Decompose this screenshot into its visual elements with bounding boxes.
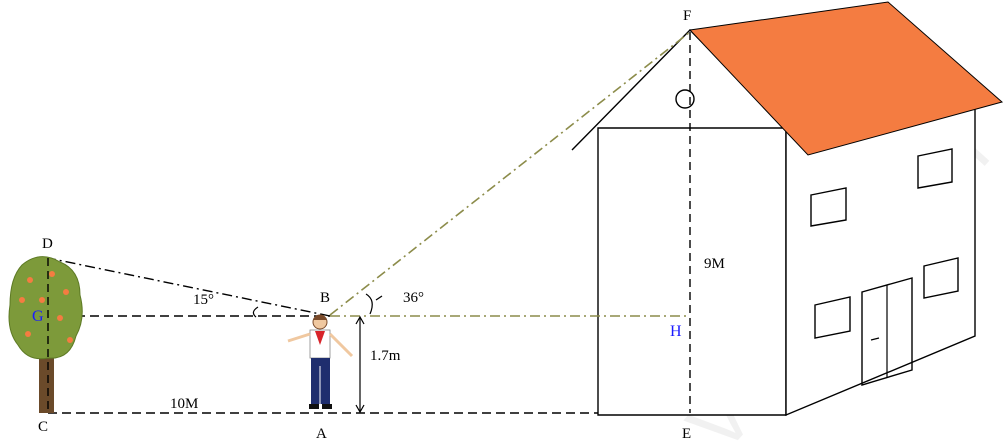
person-shoe-right (322, 404, 332, 409)
fruit (63, 289, 69, 295)
person (287, 314, 354, 409)
fruit (39, 297, 45, 303)
fruit (25, 331, 31, 337)
fruit (49, 271, 55, 277)
tree (8, 256, 83, 413)
house-height-label: 9M (704, 256, 725, 272)
door-handle (870, 337, 880, 341)
person-scarf (315, 331, 325, 345)
label-F: F (683, 8, 691, 24)
angle-arc-15 (252, 306, 259, 318)
person-arm-right (328, 332, 354, 358)
label-H: H (670, 323, 682, 340)
door (861, 277, 913, 386)
fruit (67, 337, 73, 343)
person-hair (313, 315, 327, 320)
window-upper-right (917, 148, 953, 189)
tree-canopy (8, 256, 83, 360)
label-A: A (316, 426, 327, 442)
height-arrow-bottom (355, 404, 365, 414)
window-lower-right (923, 257, 959, 299)
window-lower-left (814, 296, 851, 339)
height-arrow-top (355, 315, 365, 325)
fruit (27, 277, 33, 283)
fruit (57, 315, 63, 321)
fruit (19, 297, 25, 303)
person-height-label: 1.7m (370, 348, 401, 364)
label-C: C (38, 419, 48, 435)
angle-36-label: 36° (403, 290, 424, 306)
house (571, 1, 1004, 417)
person-shoe-left (309, 404, 319, 409)
angle-arc-36 (365, 293, 373, 315)
attic-window (675, 89, 695, 109)
label-D: D (42, 236, 53, 252)
angle-15-label: 15° (193, 292, 214, 308)
label-G: G (32, 308, 44, 325)
line-BD (47, 257, 331, 317)
label-E: E (682, 426, 691, 442)
line-BF (329, 31, 691, 316)
distance-label: 10M (170, 396, 198, 412)
window-upper-left (810, 187, 847, 227)
house-front-wall (597, 127, 787, 416)
label-B: B (320, 290, 330, 306)
house-roof (688, 1, 1004, 156)
angle-arc-36-tick (375, 295, 383, 301)
tree-trunk (39, 355, 54, 413)
person-arm-left (287, 332, 311, 343)
